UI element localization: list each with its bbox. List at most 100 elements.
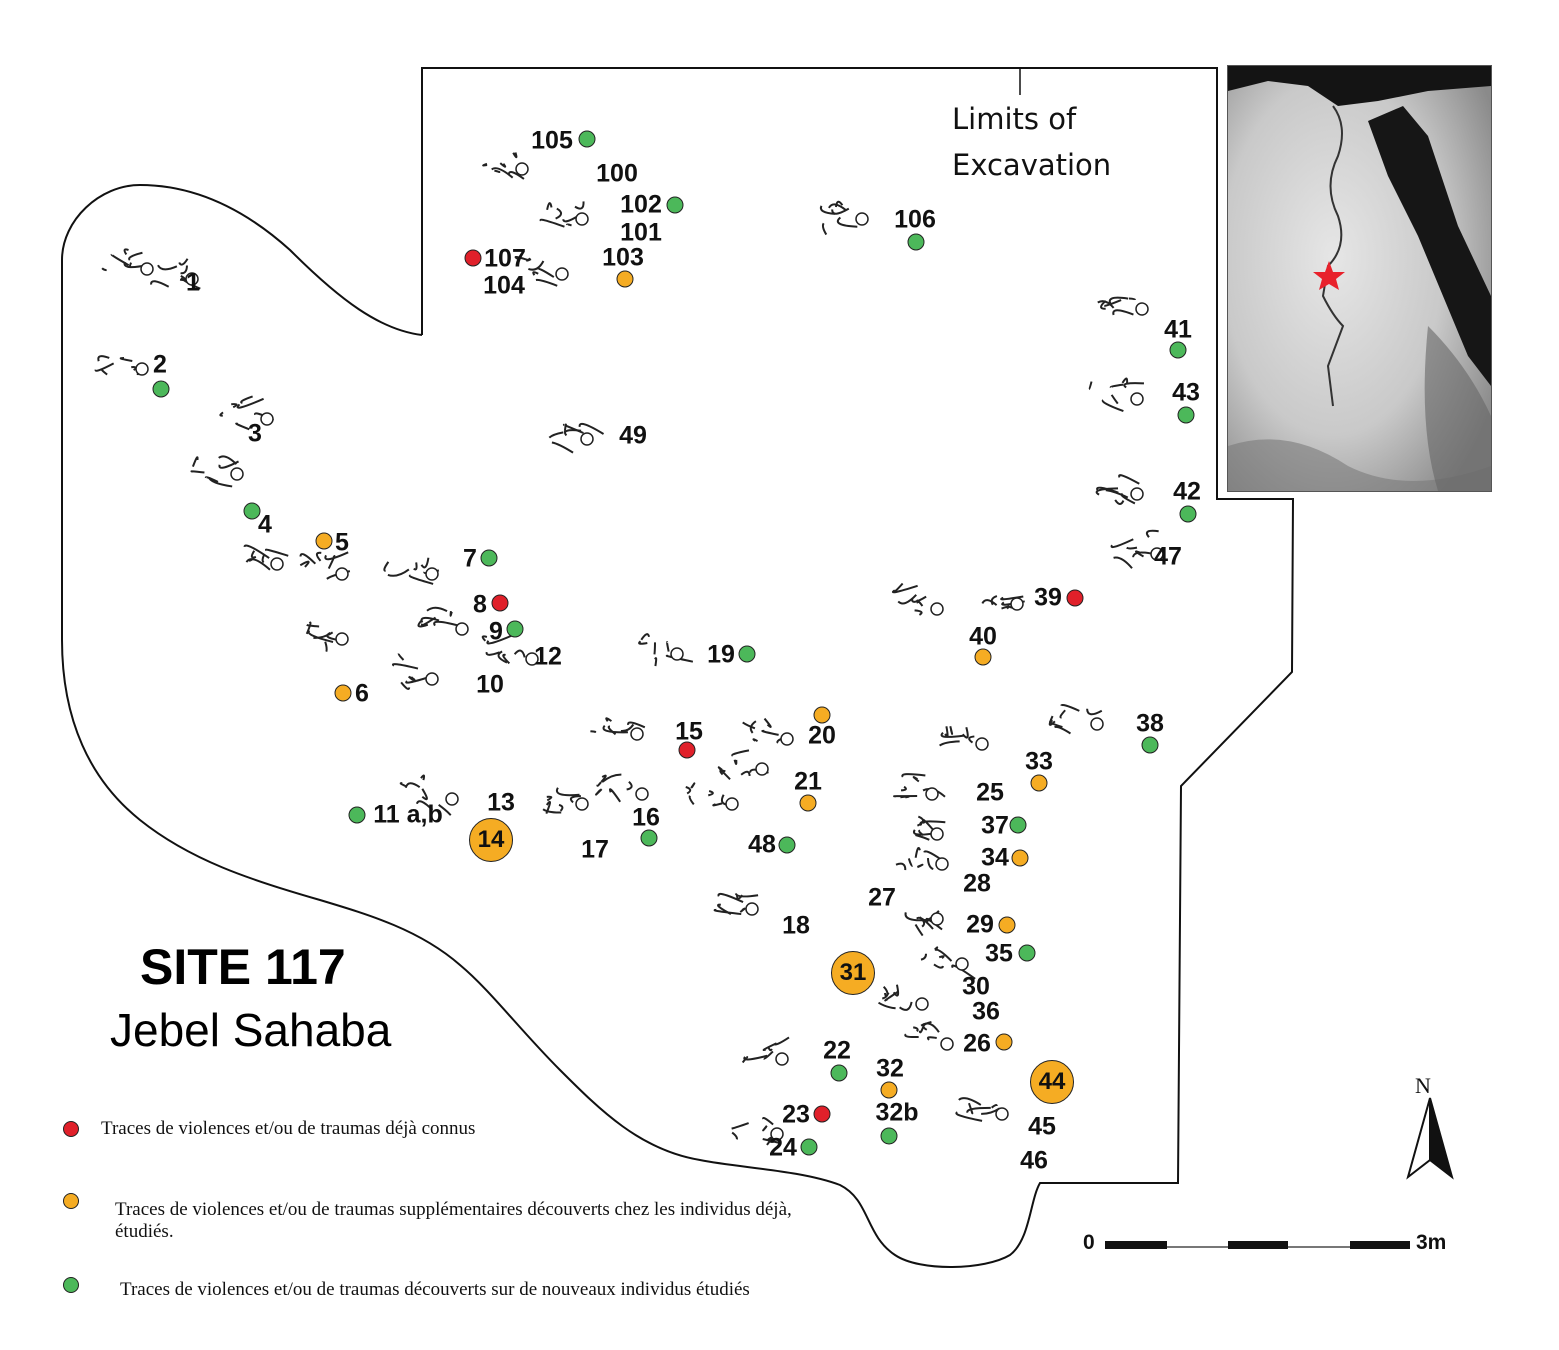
burial-label: 103 [602,243,644,272]
burial-marker-green [480,549,498,567]
skeleton-drawing [895,847,949,871]
burial-marker-green [666,196,684,214]
burial-marker-green [1169,341,1187,359]
skeleton-drawing [383,557,440,585]
burial-label: 20 [808,721,836,750]
burial-label: 35 [985,939,1013,968]
burial-label: 1 [186,268,200,297]
burial-marker-orange [998,916,1016,934]
skeleton-drawing [94,355,149,376]
location-inset-map [1227,65,1492,492]
burial-label: 13 [487,788,515,817]
burial-label: 45 [1028,1112,1056,1141]
skeleton-drawing [190,455,244,488]
burial-label: 39 [1034,583,1062,612]
burial-label: 16 [632,803,660,832]
burial-marker-orange [616,270,634,288]
scale-start-label: 0 [1083,1231,1095,1254]
burial-label: 4 [258,510,272,539]
burial-label: 17 [581,835,609,864]
skeleton-drawing [417,606,469,636]
skeleton-drawing [713,892,759,916]
burial-label: 100 [596,159,638,188]
skeleton-drawing [548,422,605,454]
burial-marker-red [464,249,482,267]
site-subtitle: Jebel Sahaba [110,1004,392,1056]
skeleton-drawing [939,725,989,751]
north-label: N [1415,1073,1431,1098]
skeleton-drawing [590,717,646,741]
legend-item-red: Traces de violences et/ou de traumas déj… [101,1118,476,1139]
site-title: SITE 117 [140,939,346,995]
burial-marker-large: 14 [469,818,513,862]
burial-marker-orange [1030,774,1048,792]
skeleton-drawing [542,787,589,815]
burial-marker-orange [315,532,333,550]
skeleton-drawing [904,1021,954,1051]
burial-marker-red [491,594,509,612]
skeleton-drawing [920,946,976,980]
burial-label: 40 [969,622,997,651]
burial-marker-orange [880,1081,898,1099]
burial-label: 42 [1173,477,1201,506]
skeleton-drawing [481,634,539,666]
skeleton-drawings [94,152,1164,1146]
burial-label: 19 [707,640,735,669]
burial-marker-orange [995,1033,1013,1051]
burial-label: 106 [894,205,936,234]
burial-label: 49 [619,421,647,450]
burial-label: 37 [981,811,1009,840]
north-arrow-icon [1406,1097,1454,1180]
burial-label: 21 [794,767,822,796]
burial-label: 38 [1136,709,1164,738]
burial-label: 2 [153,350,167,379]
satellite-map-image [1228,66,1491,491]
burial-label: 12 [534,642,562,671]
burial-marker-green [348,806,366,824]
burial-marker-green [738,645,756,663]
burial-marker-orange [813,706,831,724]
skeleton-drawing [1048,703,1104,735]
skeleton-drawing [1097,296,1149,316]
scale-bar [1105,1241,1410,1249]
skeleton-drawing [595,773,649,803]
skeleton-drawing [955,1097,1009,1122]
skeleton-drawing [685,782,739,811]
legend-dot-green [63,1277,79,1293]
burial-label: 105 [531,126,573,155]
burial-marker-red [678,741,696,759]
burial-marker-orange [1011,849,1029,867]
burial-marker-large: 31 [831,951,875,995]
burial-marker-green [152,380,170,398]
burial-label: 26 [963,1029,991,1058]
skeleton-drawing [243,544,289,571]
skeleton-drawing [731,1117,784,1146]
burial-label: 32b [875,1098,919,1127]
burial-label: 33 [1025,747,1053,776]
burial-marker-green [578,130,596,148]
burial-marker-green [830,1064,848,1082]
excavation-limit-outline [61,67,1295,1268]
burial-marker-green [907,233,925,251]
burial-label: 29 [966,910,994,939]
burial-label: 34 [981,843,1009,872]
burial-label: 8 [473,590,487,619]
skeleton-drawing [219,395,275,431]
burial-marker-green [1179,505,1197,523]
skeleton-drawing [638,633,694,667]
burial-label: 5 [335,528,349,557]
skeleton-drawing [299,551,351,581]
burial-label: 43 [1172,378,1200,407]
limits-of-excavation-label: Limits of Excavation [952,102,1112,182]
skeleton-drawing [101,248,154,276]
skeleton-drawing [305,621,349,652]
legend-item-orange: Traces de violences et/ou de traumas sup… [115,1199,792,1242]
burial-marker-green [243,502,261,520]
burial-label: 46 [1020,1146,1048,1175]
burial-marker-green [640,829,658,847]
burial-label: 6 [355,679,369,708]
skeleton-drawing [904,910,944,937]
burial-label: 18 [782,911,810,940]
burial-marker-green [800,1138,818,1156]
burial-label: 48 [748,830,776,859]
